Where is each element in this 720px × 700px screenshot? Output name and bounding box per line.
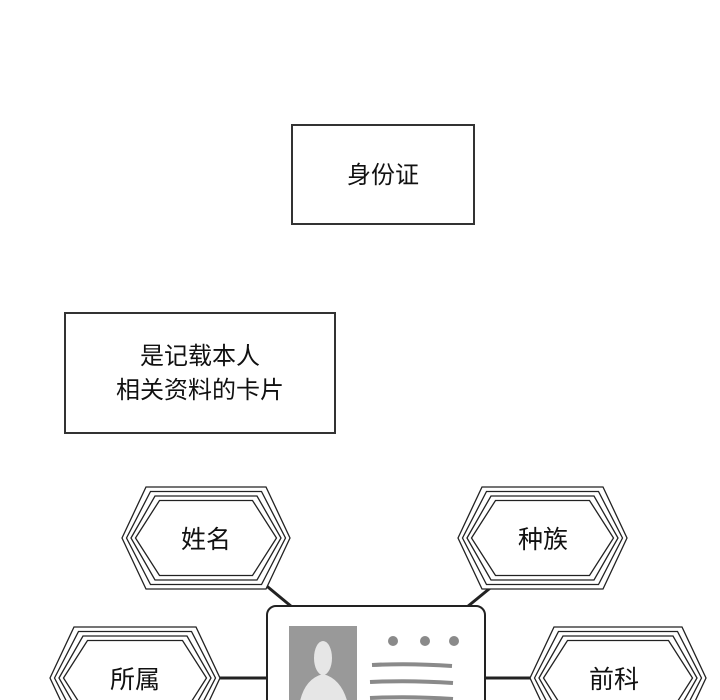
definition-line-1: 是记载本人 <box>140 342 260 370</box>
hex-frame-line <box>470 499 615 577</box>
card-dot <box>420 636 430 646</box>
card-dot <box>388 636 398 646</box>
hex-frame-line <box>542 639 694 700</box>
hex-frame-line <box>58 635 212 700</box>
hex-frame-line <box>533 630 703 700</box>
field-affiliation-label: 所属 <box>109 665 160 694</box>
definition-line-2: 相关资料的卡片 <box>116 376 284 404</box>
hex-frame-line <box>529 626 707 700</box>
hex-frame-line <box>461 490 624 586</box>
field-criminal-record-label: 前科 <box>588 665 639 694</box>
silhouette-body <box>300 674 347 700</box>
title-box: 身份证 <box>291 124 475 225</box>
hex-frame-line <box>538 635 698 700</box>
hex-frame-line <box>457 486 628 590</box>
hex-frame-line <box>130 495 282 581</box>
field-name-label: 姓名 <box>180 525 231 554</box>
definition-box: 是记载本人 相关资料的卡片 <box>64 312 336 434</box>
hex-frame-line <box>62 639 208 700</box>
card-text-line <box>369 679 454 685</box>
title-text: 身份证 <box>347 160 419 189</box>
hex-frame-line <box>121 486 291 590</box>
hex-frame-line <box>125 490 287 586</box>
hex-frame-line <box>49 626 221 700</box>
hex-name <box>121 486 291 590</box>
hex-criminal-record <box>529 626 707 700</box>
silhouette-head <box>314 641 332 675</box>
card-text-line <box>369 695 454 700</box>
card-text-line <box>371 662 453 668</box>
hex-race <box>457 486 628 590</box>
hex-frame-line <box>53 630 217 700</box>
hex-frame-line <box>134 499 278 577</box>
hex-affiliation <box>49 626 221 700</box>
id-card <box>266 605 486 700</box>
hex-frame-line <box>466 495 619 581</box>
card-dot <box>449 636 459 646</box>
field-race-label: 种族 <box>517 525 568 554</box>
